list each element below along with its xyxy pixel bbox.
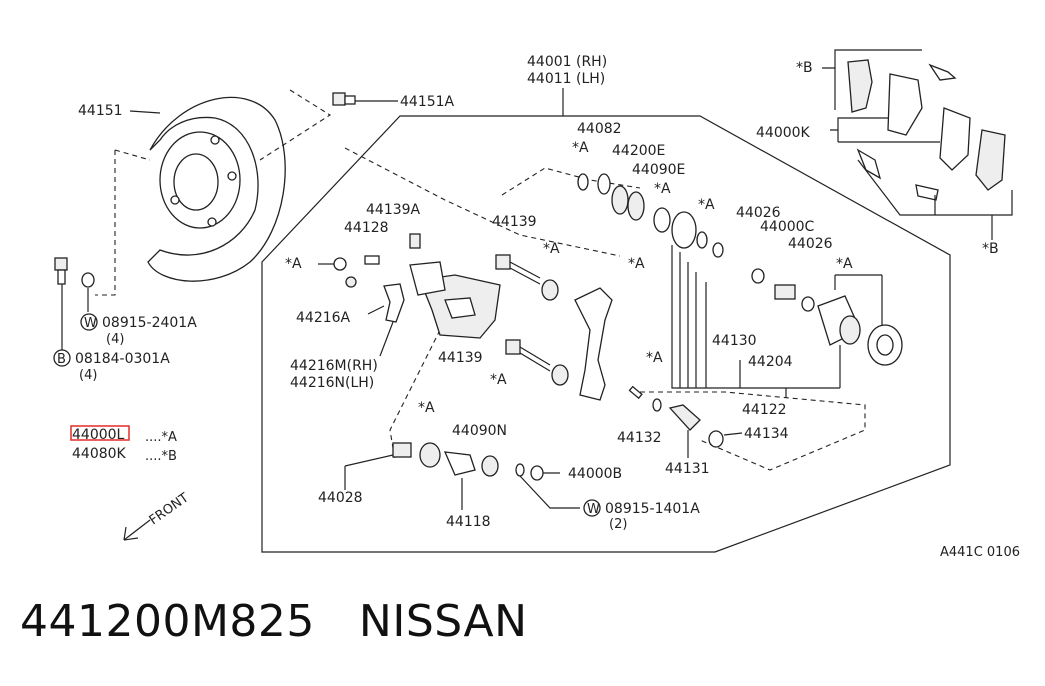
label-44090n: 44090N xyxy=(452,423,507,439)
circle-w-2 xyxy=(583,499,601,517)
label-star-a-4: *A xyxy=(628,256,645,272)
bleeder-44139a xyxy=(409,233,421,249)
washer-08915 xyxy=(81,272,95,288)
bolt-08184 xyxy=(54,257,68,285)
label-44216m: 44216M(RH) xyxy=(290,358,378,374)
label-44216a: 44216A xyxy=(296,310,351,326)
brake-pads xyxy=(847,59,1006,201)
label-44000l: 44000L xyxy=(72,427,125,443)
label-44200e: 44200E xyxy=(612,143,665,159)
washer-44134 xyxy=(708,430,724,448)
circle-b-1 xyxy=(53,349,71,367)
label-star-b-bottom: *B xyxy=(982,241,999,257)
piston-assembly xyxy=(751,268,903,366)
part-labels: 44151 44151A 44001 (RH) 44011 (LH) 44082… xyxy=(53,54,1020,560)
footer-brand: NISSAN xyxy=(358,596,528,647)
label-star-a-10: *A xyxy=(418,400,435,416)
circle-w-2-letter: W xyxy=(587,502,600,517)
label-star-a-9: *A xyxy=(646,350,663,366)
lever-44216a xyxy=(383,283,405,323)
label-44080k: 44080K xyxy=(72,446,127,462)
label-44000k: 44000K xyxy=(756,125,811,141)
label-star-a-3: *A xyxy=(698,197,715,213)
label-44118: 44118 xyxy=(446,514,491,530)
caliper-body xyxy=(409,261,501,339)
circle-w-1-letter: W xyxy=(84,316,97,331)
label-44122: 44122 xyxy=(742,402,787,418)
label-44000c: 44000C xyxy=(760,219,815,235)
label-star-a-1: *A xyxy=(572,140,589,156)
label-08184-0301a: 08184-0301A xyxy=(75,351,170,367)
label-star-b-top: *B xyxy=(796,60,813,76)
label-44026-2: 44026 xyxy=(788,236,833,252)
drawing-code: A441C 0106 xyxy=(940,545,1020,560)
circle-w-1 xyxy=(80,313,98,331)
highlight-box xyxy=(70,425,130,441)
label-44130: 44130 xyxy=(712,333,757,349)
screw-44131 xyxy=(668,404,701,431)
label-44082: 44082 xyxy=(577,121,622,137)
label-08184-0301a-qty: (4) xyxy=(79,368,97,383)
label-44000l-ref: ....*A xyxy=(145,430,177,445)
label-44001: 44001 (RH) xyxy=(527,54,607,70)
part-44128 xyxy=(364,255,380,265)
label-08915-2401a: 08915-2401A xyxy=(102,315,197,331)
label-44151a: 44151A xyxy=(400,94,455,110)
seal-group xyxy=(577,173,724,258)
label-08915-1401a-qty: (2) xyxy=(609,517,627,532)
circle-b-1-letter: B xyxy=(57,352,66,367)
label-44151: 44151 xyxy=(78,103,123,119)
pin-44139-upper xyxy=(495,254,559,301)
label-44139-2: 44139 xyxy=(438,350,483,366)
label-44090e: 44090E xyxy=(632,162,685,178)
label-44080k-ref: ....*B xyxy=(145,449,177,464)
label-44139a: 44139A xyxy=(366,202,421,218)
pin-44139-lower xyxy=(505,339,569,386)
label-44216n: 44216N(LH) xyxy=(290,375,374,391)
label-star-a-6: *A xyxy=(543,241,560,257)
parking-brake-parts xyxy=(392,442,544,481)
label-star-a-2: *A xyxy=(654,181,671,197)
label-44026-1: 44026 xyxy=(736,205,781,221)
label-44000b: 44000B xyxy=(568,466,622,482)
caliper-bracket xyxy=(574,287,613,401)
label-front: FRONT xyxy=(147,490,192,528)
label-44134: 44134 xyxy=(744,426,789,442)
label-08915-2401a-qty: (4) xyxy=(106,332,124,347)
label-44132: 44132 xyxy=(617,430,662,446)
backing-plate xyxy=(147,96,286,282)
bolt-44151a xyxy=(332,92,356,106)
label-44204: 44204 xyxy=(748,354,793,370)
label-44011: 44011 (LH) xyxy=(527,71,605,87)
label-44128: 44128 xyxy=(344,220,389,236)
label-44131: 44131 xyxy=(665,461,710,477)
front-arrow-icon xyxy=(123,519,151,541)
label-44028: 44028 xyxy=(318,490,363,506)
footer-part-number: 441200M825 xyxy=(20,596,315,647)
label-star-a-7: *A xyxy=(285,256,302,272)
label-08915-1401a: 08915-1401A xyxy=(605,501,700,517)
label-star-a-5: *A xyxy=(836,256,853,272)
footer: 441200M825 NISSAN xyxy=(20,596,572,647)
label-44139-1: 44139 xyxy=(492,214,537,230)
label-star-a-8: *A xyxy=(490,372,507,388)
